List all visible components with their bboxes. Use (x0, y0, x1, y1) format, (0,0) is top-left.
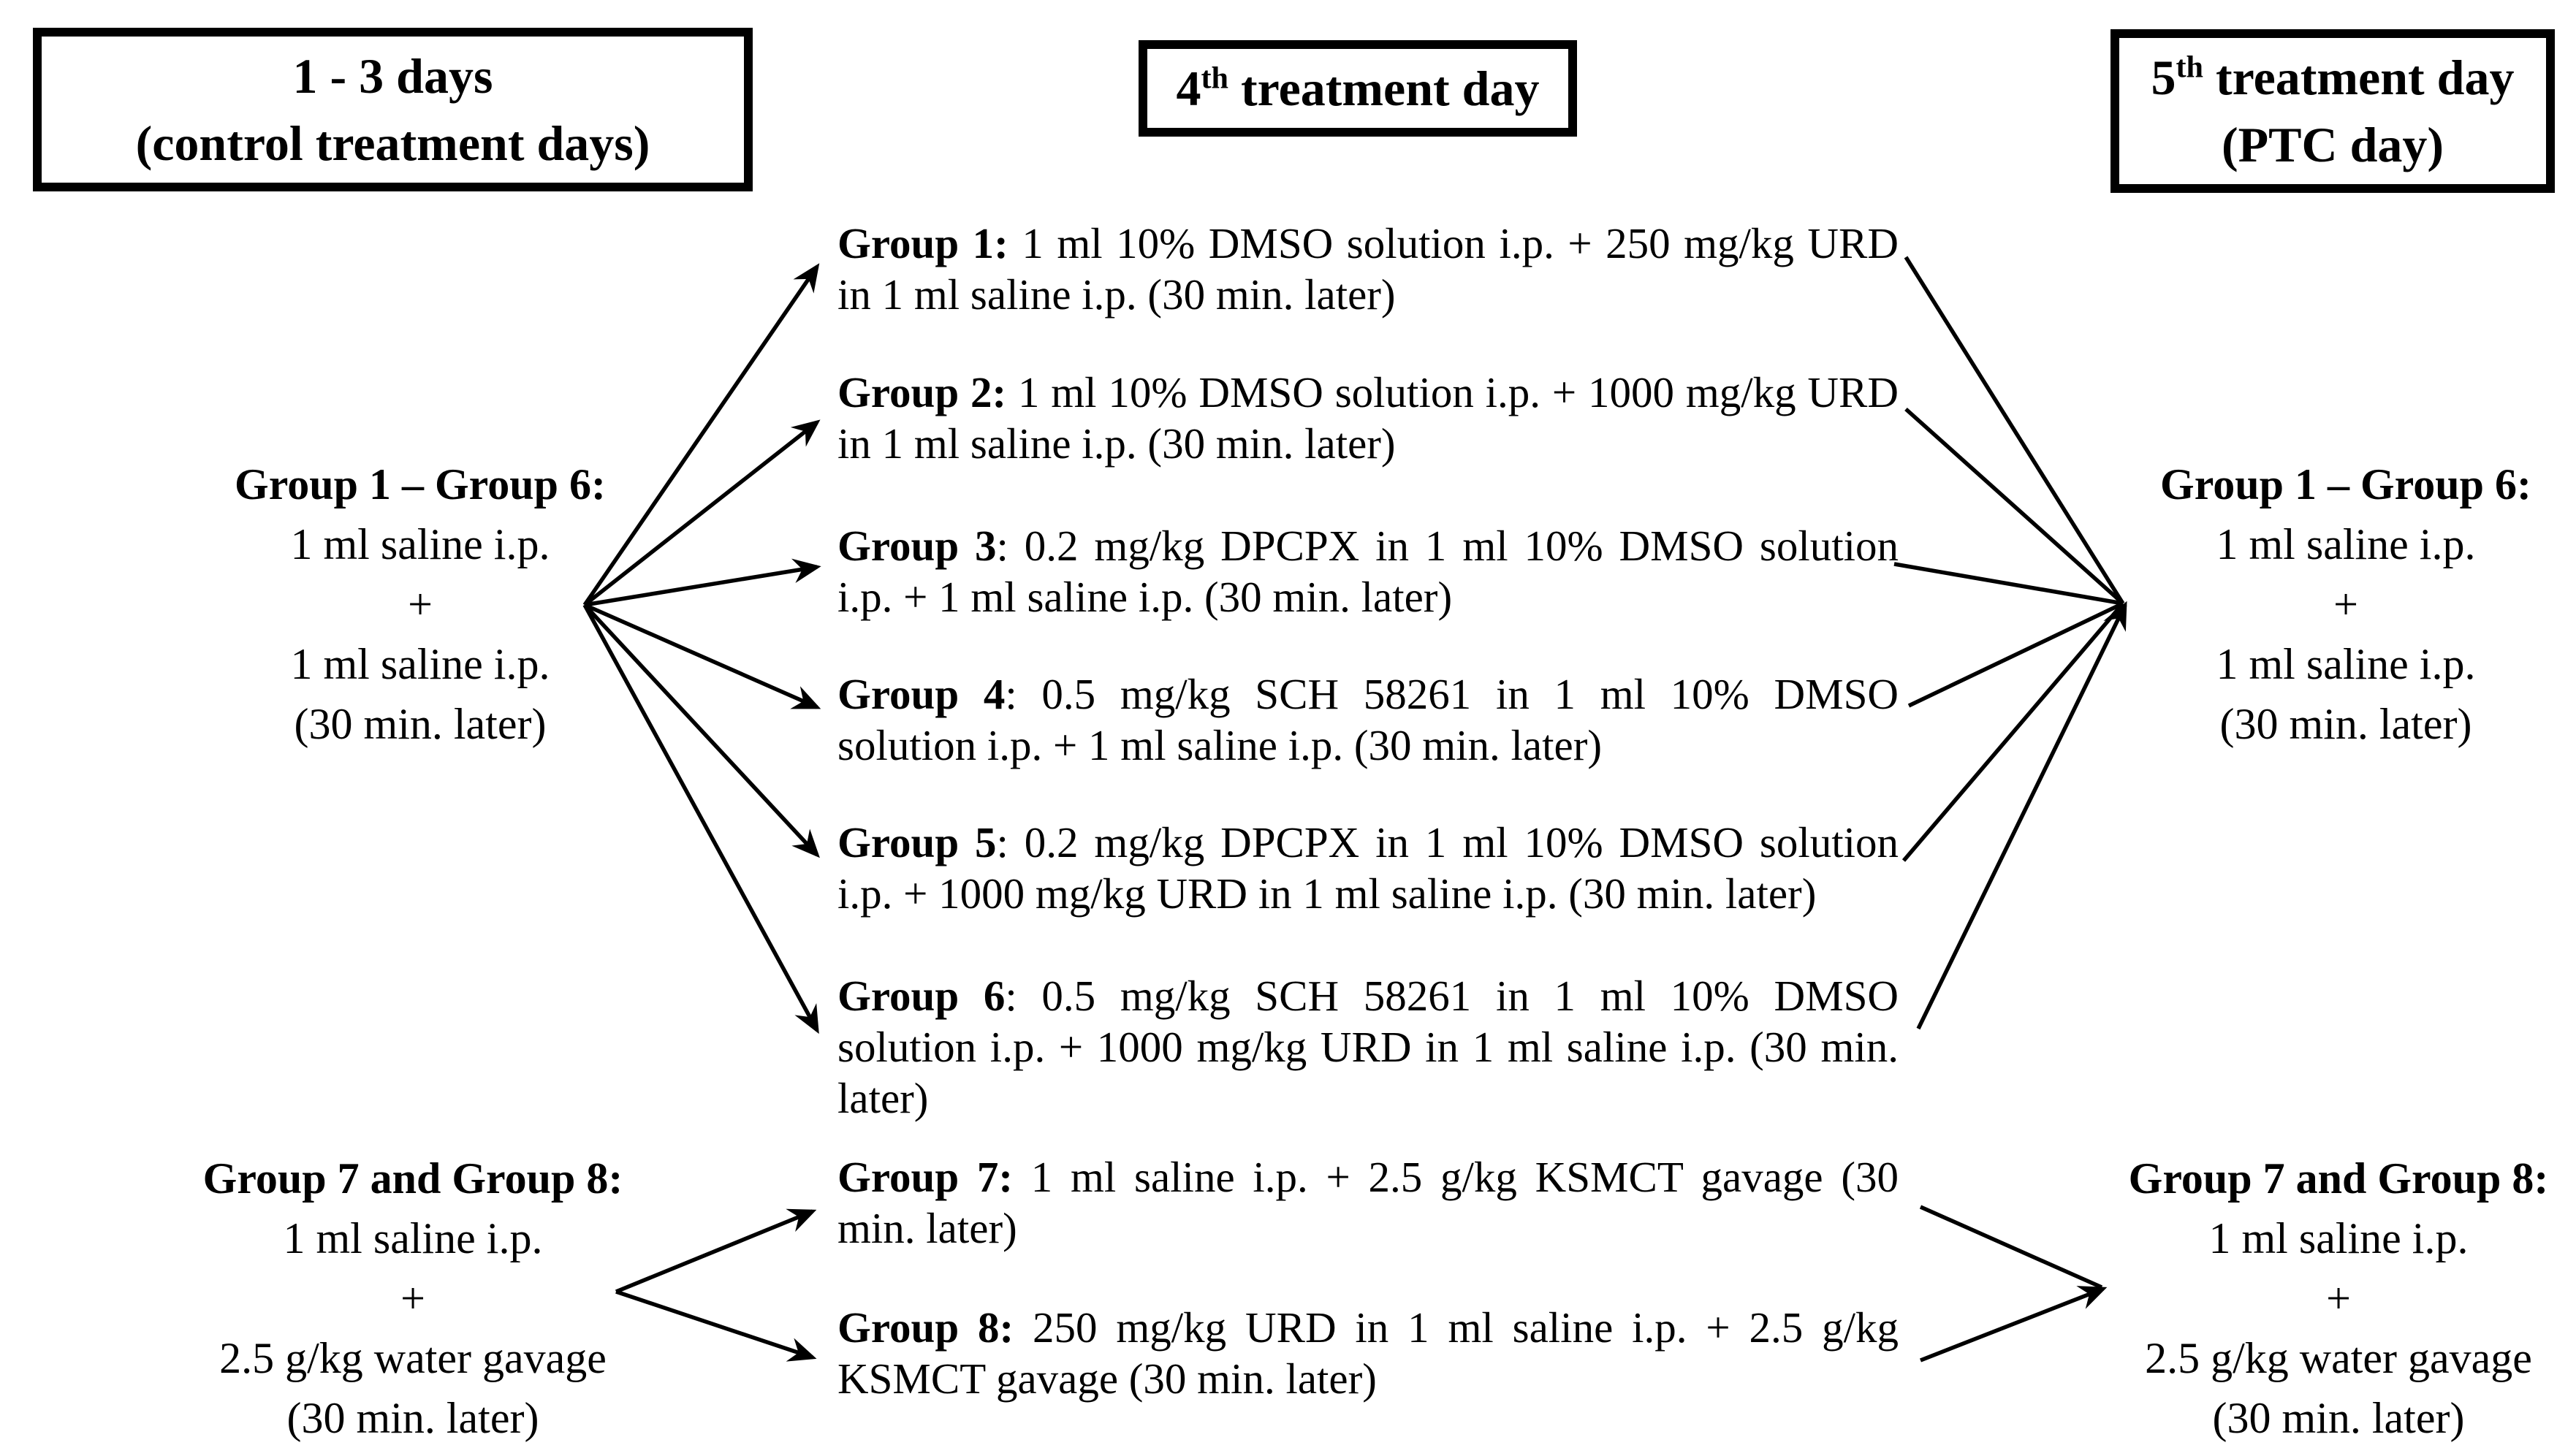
node-groups1-6-control-line2: 1 ml saline i.p. (290, 640, 550, 688)
arrow-from-group-4 (1907, 601, 2124, 708)
header-control-days-line2: (control treatment days) (135, 115, 650, 171)
treatment-group-3-label: Group 3 (837, 522, 997, 570)
arrow-from-group-6 (1916, 601, 2127, 1030)
header-control-days-line1: 1 - 3 days (292, 48, 493, 104)
treatment-group-8-text: 250 mg/kg URD in 1 ml saline i.p. + 2.5 … (837, 1303, 1899, 1403)
treatment-group-1-label: Group 1: (837, 219, 1008, 267)
treatment-group-3-text: : 0.2 mg/kg DPCPX in 1 ml 10% DMSO solut… (837, 522, 1899, 621)
header-box-day4: 4th treatment day (1139, 40, 1577, 137)
node-groups7-8-control: Group 7 and Group 8: 1 ml saline i.p. + … (95, 1148, 731, 1448)
treatment-group-5-text: : 0.2 mg/kg DPCPX in 1 ml 10% DMSO solut… (837, 818, 1899, 918)
treatment-group-1: Group 1: 1 ml 10% DMSO solution i.p. + 2… (837, 218, 1899, 320)
treatment-group-2-text: 1 ml 10% DMSO solution i.p. + 1000 mg/kg… (837, 368, 1899, 468)
node-groups7-8-ptc-title: Group 7 and Group 8: (2128, 1154, 2549, 1203)
header-box-day5: 5th treatment day (PTC day) (2110, 29, 2555, 193)
node-groups7-8-ptc-line1: 1 ml saline i.p. (2208, 1214, 2469, 1262)
treatment-group-6-text: : 0.5 mg/kg SCH 58261 in 1 ml 10% DMSO s… (837, 972, 1899, 1122)
arrow-from-group-1 (1904, 256, 2125, 605)
arrow-to-group-3 (584, 558, 821, 607)
node-groups1-6-ptc-line1: 1 ml saline i.p. (2216, 520, 2476, 568)
arrow-from-group-2 (1904, 407, 2124, 606)
arrow-to-group-1 (582, 263, 820, 606)
treatment-group-7-label: Group 7: (837, 1153, 1014, 1201)
node-groups1-6-control-line3: (30 min. later) (294, 700, 547, 748)
arrow-to-group-5 (582, 603, 820, 858)
node-groups7-8-control-line2: 2.5 g/kg water gavage (219, 1334, 607, 1382)
header-day5-line2: (PTC day) (2221, 117, 2444, 172)
node-groups1-6-control-line1: 1 ml saline i.p. (290, 520, 550, 568)
treatment-group-2: Group 2: 1 ml 10% DMSO solution i.p. + 1… (837, 367, 1899, 469)
treatment-group-8-label: Group 8: (837, 1303, 1014, 1352)
treatment-group-6: Group 6: 0.5 mg/kg SCH 58261 in 1 ml 10%… (837, 970, 1899, 1124)
arrow-to-group-2 (583, 419, 821, 607)
treatment-group-4-text: : 0.5 mg/kg SCH 58261 in 1 ml 10% DMSO s… (837, 670, 1899, 769)
converge-treatments-to-ptc (1893, 256, 2127, 1030)
node-groups7-8-ptc-line3: (30 min. later) (2212, 1394, 2465, 1442)
treatment-group-7-text: 1 ml saline i.p. + 2.5 g/kg KSMCT gavage… (837, 1153, 1899, 1252)
treatment-group-5-label: Group 5 (837, 818, 997, 866)
treatment-group-7: Group 7: 1 ml saline i.p. + 2.5 g/kg KSM… (837, 1151, 1899, 1254)
treatment-group-4: Group 4: 0.5 mg/kg SCH 58261 in 1 ml 10%… (837, 668, 1899, 771)
node-groups7-8-ptc: Group 7 and Group 8: 1 ml saline i.p. + … (2112, 1148, 2565, 1448)
treatment-group-1-text: 1 ml 10% DMSO solution i.p. + 250 mg/kg … (837, 219, 1899, 319)
arrow-from-group-3 (1893, 562, 2124, 606)
header-day5-line1: 5th treatment day (2127, 44, 2539, 111)
header-day5-number: 5 (2151, 50, 2176, 105)
converge-treatments-to-ptc-78 (1919, 1205, 2108, 1363)
node-groups1-6-ptc-line3: (30 min. later) (2219, 700, 2472, 748)
header-day5-ordinal: th (2176, 50, 2203, 85)
treatment-group-8: Group 8: 250 mg/kg URD in 1 ml saline i.… (837, 1302, 1899, 1404)
arrow-from-group-7 (1919, 1205, 2103, 1289)
arrow-to-group-8 (615, 1289, 817, 1362)
node-groups7-8-ptc-line2: 2.5 g/kg water gavage (2145, 1334, 2532, 1382)
arrow-from-group-8 (1919, 1286, 2108, 1363)
treatment-group-4-label: Group 4 (837, 670, 1006, 718)
node-groups7-8-ptc-plus: + (2326, 1274, 2351, 1322)
treatment-group-3: Group 3: 0.2 mg/kg DPCPX in 1 ml 10% DMS… (837, 520, 1899, 622)
node-groups1-6-control-title: Group 1 – Group 6: (235, 460, 606, 508)
node-groups7-8-control-plus: + (400, 1274, 425, 1322)
node-groups1-6-ptc: Group 1 – Group 6: 1 ml saline i.p. + 1 … (2127, 454, 2565, 754)
treatment-group-5: Group 5: 0.2 mg/kg DPCPX in 1 ml 10% DMS… (837, 817, 1899, 919)
node-groups7-8-control-line1: 1 ml saline i.p. (283, 1214, 543, 1262)
node-groups1-6-ptc-plus: + (2333, 580, 2358, 628)
treatment-group-6-label: Group 6 (837, 972, 1006, 1020)
node-groups1-6-ptc-line2: 1 ml saline i.p. (2216, 640, 2476, 688)
arrow-to-group-6 (582, 603, 819, 1034)
header-day4-ordinal: th (1201, 61, 1228, 96)
header-day4-number: 4 (1176, 61, 1201, 116)
header-day5-text: treatment day (2203, 50, 2515, 105)
header-day4-text: treatment day (1228, 61, 1540, 116)
node-groups1-6-ptc-title: Group 1 – Group 6: (2160, 460, 2531, 508)
arrow-to-group-7 (615, 1208, 817, 1294)
fan-control-to-treatments (582, 263, 821, 1034)
arrow-from-group-5 (1901, 602, 2125, 862)
node-groups7-8-control-title: Group 7 and Group 8: (202, 1154, 623, 1203)
fork-control-to-treatments-78 (615, 1208, 817, 1362)
node-groups7-8-control-line3: (30 min. later) (286, 1394, 539, 1442)
header-day4-line: 4th treatment day (1155, 55, 1561, 122)
treatment-group-2-label: Group 2: (837, 368, 1007, 416)
header-box-control-days: 1 - 3 days (control treatment days) (33, 28, 753, 191)
node-groups1-6-control-plus: + (408, 580, 433, 628)
node-groups1-6-control: Group 1 – Group 6: 1 ml saline i.p. + 1 … (110, 454, 731, 754)
arrow-to-group-4 (583, 603, 821, 709)
